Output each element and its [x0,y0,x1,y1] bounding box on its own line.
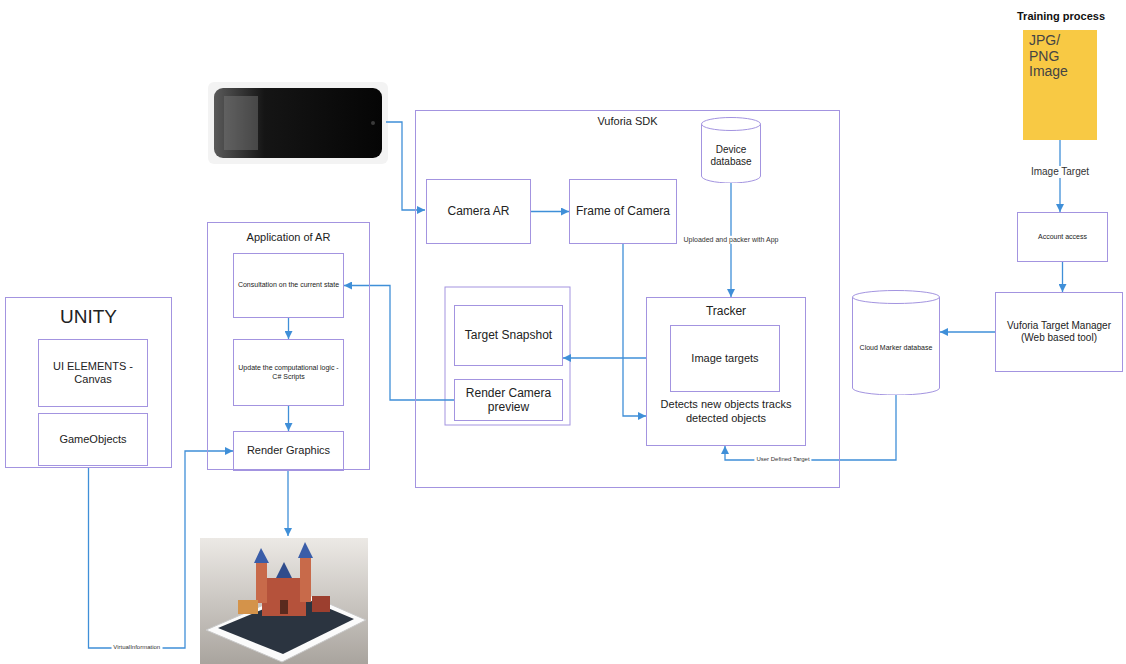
database-label: Cloud Marker database [860,344,933,352]
component-box: UI ELEMENTS - Canvas [38,339,148,407]
castle-gate [280,600,288,614]
render-output-arrow [287,471,288,536]
process-box: Target Snapshot [454,305,563,366]
ar-phone-photo [200,538,368,664]
phone-screen [218,595,354,654]
edge-label: User Defined Target [754,456,811,463]
group-title: Training process [1017,10,1103,23]
container-box: Vuforia SDK Camera AR Frame of Camera Devic… [415,110,840,488]
cylinder-top [702,118,761,131]
screen-glare [224,96,258,150]
process-box: Render Graphics [233,431,344,471]
output-group-box [445,287,570,425]
group-title: Vuforia SDK [416,115,839,128]
box-label: Update the computational logic - C# Scri… [237,364,340,381]
box-label: Camera AR [447,204,509,218]
castle-wall [262,578,306,616]
box-label: GameObjects [59,433,126,446]
phone-camera [371,121,375,125]
group-title: UNITY [6,306,171,329]
flow-arrow [288,318,289,339]
flow-arrow [89,451,234,648]
group-title: Application of AR [208,231,369,244]
camera-feed-arrow [386,122,425,210]
database-cylinder: Device database [701,117,761,183]
castle-house [238,600,258,614]
box-label: Image targets [691,352,758,365]
photo-frame [208,82,388,164]
box-label: Target Snapshot [465,328,552,342]
castle-roof [276,562,292,578]
process-box: Frame of Camera [569,179,677,244]
box-label: Consultation on the current state [238,281,339,289]
castle-tower [256,563,267,603]
edge-label: Uploaded and packer with App [682,236,781,244]
box-label: Frame of Camera [576,204,670,218]
tool-box: Vuforia Target Manager (Web based tool) [995,292,1123,372]
edge-label: Image Target [1029,166,1091,178]
process-box: Camera AR [426,179,531,244]
container-box: Application of AR Consultation on the cur… [207,222,370,470]
phone-body [214,88,382,158]
database-label: Device database [704,144,758,168]
box-label: Render Camera preview [458,386,559,415]
box-label: Account access [1038,233,1087,241]
flow-arrow [531,211,569,212]
process-box: Consultation on the current state [233,253,344,318]
image-file-sheet [1023,30,1097,140]
cylinder-outline [852,290,940,395]
flow-arrow [1062,262,1063,292]
cylinder-body [702,124,761,183]
cylinder-body [853,297,940,395]
box-label: UI ELEMENTS - Canvas [42,360,144,386]
flow-arrow [288,406,289,431]
component-box: GameObjects [38,413,148,466]
edge-label: VirtualInformation [111,644,162,651]
castle-roof [254,548,269,563]
flow-arrow [563,357,646,358]
castle-roof [298,542,313,558]
file-label: JPG/ PNG Image [1029,33,1081,79]
process-box: Update the computational logic - C# Scri… [233,339,344,406]
image-file: Training processJPG/ PNG Image [1017,8,1103,140]
container-box: UNITY UI ELEMENTS - CanvasGameObjects [5,297,172,468]
flow-arrow [623,244,646,416]
camera-phone [208,82,388,164]
tracker-box: TrackerDetects new objects tracks detect… [646,297,806,446]
group-title: Tracker [647,304,805,318]
castle-house [312,596,330,612]
photo-ground [200,538,368,664]
process-box: Render Camera preview [454,379,563,421]
box-label: Render Graphics [247,444,330,457]
box-label: Vuforia Target Manager (Web based tool) [999,320,1119,344]
process-box: Account access [1017,212,1108,262]
box-description: Detects new objects tracks detected obje… [647,398,805,424]
cylinder-top [853,291,940,304]
process-box: Image targets [670,325,780,392]
flow-arrow [940,331,995,332]
database-cylinder: Cloud Marker database [852,290,940,395]
phone-body [206,590,366,662]
flow-arrow [344,286,454,401]
castle-tower [300,558,311,602]
